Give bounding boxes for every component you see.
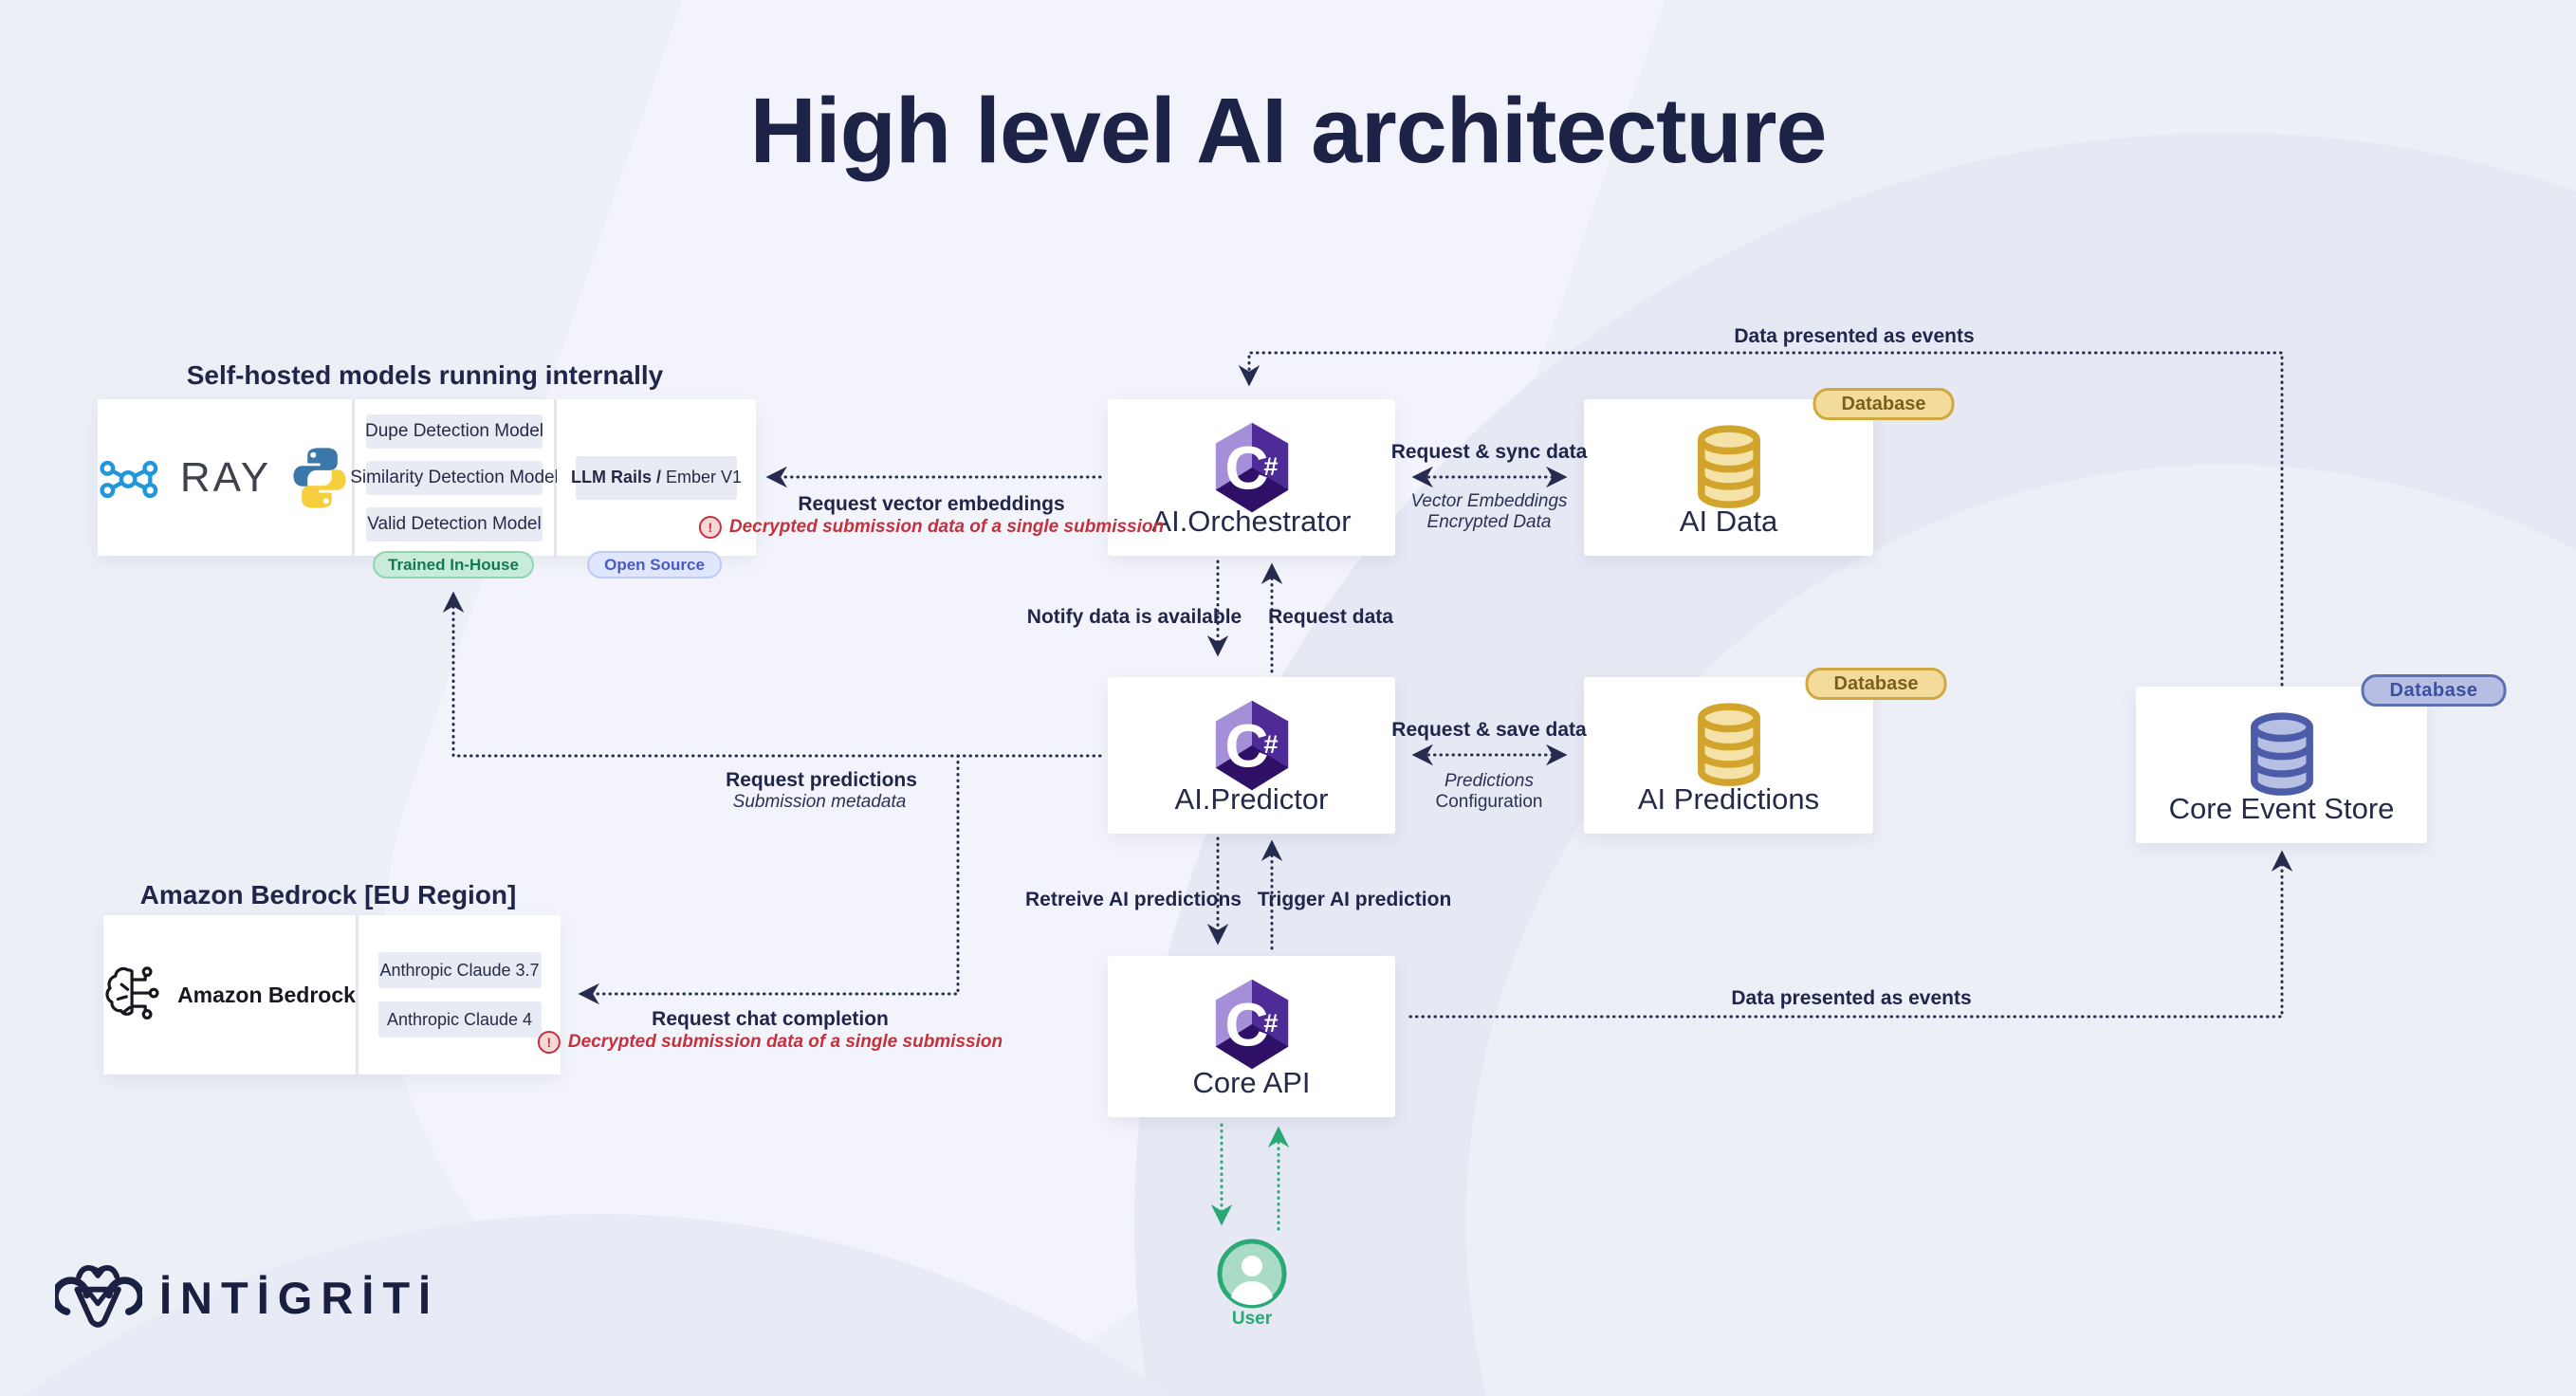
page-title: High level AI architecture — [749, 79, 1828, 182]
node-ai-predictions: AI Predictions — [1584, 677, 1873, 834]
edge-label-sync-sub1: Vector Embeddings — [1410, 491, 1568, 511]
python-logo-icon — [293, 447, 346, 508]
bedrock-logo-text: Amazon Bedrock — [177, 982, 356, 1007]
node-ai-orchestrator: C # AI.Orchestrator — [1108, 399, 1395, 556]
node-core-event-store: Core Event Store — [2136, 687, 2427, 843]
database-badge: Database — [1812, 388, 1955, 420]
bee-icon — [55, 1265, 142, 1328]
self-hosted-models-panel: Dupe Detection Model Similarity Detectio… — [350, 399, 559, 556]
model-box: Dupe Detection Model — [365, 413, 543, 449]
csharp-logo-icon: C # — [1215, 700, 1288, 791]
svg-text:C: C — [1224, 713, 1268, 781]
edge-label-save-sub1: Predictions — [1444, 771, 1534, 791]
edge-label-bottom-events: Data presented as events — [1731, 987, 1972, 1009]
user-label: User — [1231, 1309, 1273, 1329]
csharp-logo-icon: C # — [1215, 979, 1288, 1070]
node-ai-data: AI Data — [1584, 399, 1873, 556]
intigriti-logo: İNTİGRİTİ — [55, 1254, 439, 1341]
node-label: AI Predictions — [1637, 782, 1820, 816]
node-label: Core Event Store — [2168, 792, 2395, 825]
trained-in-house-badge: Trained In-House — [373, 551, 534, 579]
edge-label-predictions-sub: Submission metadata — [732, 792, 907, 812]
connector-coreapi-eventstore — [1408, 850, 2293, 1019]
self-hosted-heading: Self-hosted models running internally — [186, 360, 664, 390]
llm-rails-regular: Ember V1 — [665, 468, 743, 487]
database-icon — [1697, 703, 1760, 786]
bedrock-block: Amazon Bedrock Anthropic Claude 3.7 Anth… — [103, 915, 561, 1075]
node-core-api: C # Core API — [1108, 956, 1395, 1117]
edge-label-chat-warning: ! Decrypted submission data of a single … — [537, 1031, 1003, 1054]
svg-text:C: C — [1224, 435, 1268, 503]
database-icon — [2250, 712, 2313, 796]
edge-label-vector-warning: ! Decrypted submission data of a single … — [698, 516, 1165, 539]
warning-icon: ! — [698, 516, 722, 539]
edge-label-save-title: Request & save data — [1391, 719, 1587, 741]
warning-text: Decrypted submission data of a single su… — [567, 1032, 1003, 1052]
self-hosted-llm-panel: LLM Rails / Ember V1 — [557, 399, 756, 556]
bedrock-logo-panel: Amazon Bedrock — [103, 915, 356, 1075]
edge-label-predictions-title: Request predictions — [726, 769, 917, 791]
model-box: Anthropic Claude 4 — [377, 1001, 542, 1038]
connector-request-chat — [578, 754, 960, 1005]
edge-label-notify: Notify data is available — [1026, 606, 1242, 628]
bedrock-heading: Amazon Bedrock [EU Region] — [139, 880, 517, 909]
edge-label-sync-sub2: Encrypted Data — [1426, 512, 1552, 532]
node-label: AI Data — [1679, 505, 1778, 538]
model-box: Anthropic Claude 3.7 — [377, 952, 542, 988]
connector-request-predictions — [442, 591, 1102, 758]
database-badge: Database — [2361, 674, 2507, 707]
csharp-logo-icon: C # — [1215, 422, 1288, 513]
ray-logo-icon — [100, 460, 158, 498]
node-label: AI.Orchestrator — [1151, 505, 1352, 538]
open-source-badge: Open Source — [587, 551, 722, 579]
llm-rails-bold: LLM Rails / — [570, 468, 661, 487]
edge-label-chat-title: Request chat completion — [652, 1008, 889, 1030]
node-label: AI.Predictor — [1174, 782, 1329, 816]
user-icon — [1217, 1239, 1287, 1309]
warning-text: Decrypted submission data of a single su… — [728, 517, 1165, 537]
brand-wordmark: İNTİGRİTİ — [159, 1272, 440, 1323]
ray-logo-text: RAY — [179, 453, 272, 501]
database-icon — [1697, 425, 1760, 508]
warning-icon: ! — [537, 1031, 561, 1054]
edge-label-retrieve: Retreive AI predictions — [1025, 889, 1242, 910]
database-badge: Database — [1805, 668, 1947, 700]
edge-label-sync-title: Request & sync data — [1390, 441, 1588, 463]
node-ai-predictor: C # AI.Predictor — [1108, 677, 1395, 834]
svg-text:#: # — [1263, 451, 1278, 481]
brain-circuit-icon — [105, 966, 159, 1019]
self-hosted-runtime-panel: RAY — [98, 399, 352, 556]
edge-label-top-events: Data presented as events — [1734, 325, 1975, 347]
svg-text:C: C — [1224, 992, 1268, 1059]
edge-label-vector-title: Request vector embeddings — [798, 493, 1065, 515]
edge-label-save-sub2: Configuration — [1435, 792, 1543, 812]
svg-text:#: # — [1263, 1008, 1278, 1038]
self-hosted-block: RAY Dupe Detection Model Similarity Dete… — [98, 399, 756, 556]
edge-label-request-data: Request data — [1268, 606, 1393, 628]
llm-rails-box: LLM Rails / Ember V1 — [571, 455, 742, 500]
model-box: Valid Detection Model — [366, 506, 543, 542]
node-label: Core API — [1192, 1066, 1311, 1099]
svg-text:#: # — [1263, 729, 1278, 759]
bedrock-models-panel: Anthropic Claude 3.7 Anthropic Claude 4 — [359, 915, 561, 1075]
edge-label-trigger: Trigger AI prediction — [1257, 889, 1452, 910]
connector-events-store-to-orchestrator — [1238, 351, 2284, 687]
model-box: Similarity Detection Model — [350, 460, 559, 495]
